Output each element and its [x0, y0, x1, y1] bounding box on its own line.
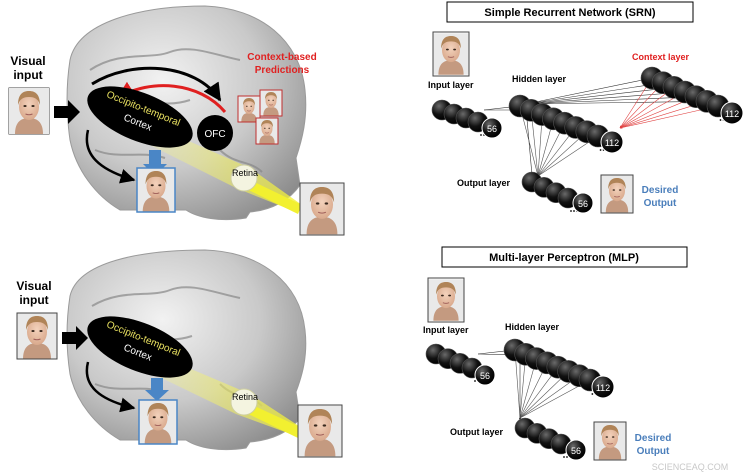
srn-desired-output-1: Desired: [642, 185, 679, 196]
top-brain-folds: [89, 48, 263, 173]
srn-input-face-photo: [432, 31, 470, 77]
bottom-output-face-photo: [138, 399, 178, 445]
mlp-input-count-node: [474, 364, 496, 386]
bottom-input-face-photo: [16, 312, 58, 360]
mlp-output-count: 56: [571, 446, 581, 456]
top-visual-input-label-2: input: [13, 68, 42, 82]
srn-hidden-count-node: [600, 130, 624, 154]
bottom-viewer-face-photo: [297, 404, 343, 458]
srn-input-ellipsis-dot: [480, 134, 482, 136]
mlp-desired-output-1: Desired: [635, 433, 672, 444]
mlp-input-face-photo: [427, 277, 465, 323]
bottom-input-arrow: [62, 326, 88, 350]
top-cortex-ellipse: [87, 86, 193, 148]
srn-input-count-node: [481, 117, 503, 139]
srn-hidden-to-context: [525, 95, 697, 105]
mlp-hidden-count-node: [591, 375, 615, 399]
bottom-visual-input-label-2: input: [19, 293, 48, 307]
top-retina-label: Retina: [232, 168, 258, 178]
mlp-output-count-node: [565, 439, 587, 461]
mlp-input-count: 56: [480, 371, 490, 381]
srn-hidden-layer-label: Hidden layer: [512, 74, 567, 84]
top-beam-ray: [240, 178, 302, 214]
srn-hidden-to-context: [525, 100, 708, 105]
mlp-hidden-ellipsis-dot: [591, 393, 594, 395]
srn-nodes: [431, 66, 730, 212]
srn-context-count: 112: [725, 109, 739, 119]
srn-context-count-node: [720, 101, 744, 125]
top-brain-panel: Occipito-temporal Cortex OFC Retina Cont…: [8, 5, 345, 236]
bottom-cortex-ellipse: [87, 316, 193, 378]
mlp-hidden-count: 112: [596, 383, 610, 393]
srn-hidden-to-context: [525, 77, 653, 105]
bottom-beam-ray: [240, 402, 302, 438]
top-viewer-face-photo: [299, 182, 345, 236]
mlp-input-layer-label: Input layer: [423, 325, 469, 335]
bottom-lower-arc-arrow: [85, 361, 136, 413]
srn-title-box: [446, 1, 694, 23]
srn-context-ellipsis-dot: [719, 119, 722, 121]
bottom-brain-folds: [91, 286, 263, 407]
top-prediction-face-3: [255, 117, 279, 145]
srn-output-layer-label: Output layer: [457, 178, 511, 188]
mlp-output-ellipsis-dot: [563, 456, 565, 458]
mlp-output-ellipsis-dot: [566, 456, 568, 458]
srn-context-layer-label: Context layer: [632, 52, 690, 62]
top-input-arrow: [54, 100, 80, 124]
srn-hidden-to-context: [525, 90, 686, 105]
bottom-visual-input-label-1: Visual: [16, 279, 51, 293]
srn-panel: Simple Recurrent Network (SRN) Input lay…: [428, 1, 744, 214]
mlp-hidden-to-output: [514, 349, 521, 419]
top-context-predictions-1: Context-based: [247, 52, 316, 63]
bottom-retina-label: Retina: [232, 392, 258, 402]
srn-output-ellipsis-dot: [570, 210, 572, 212]
mlp-desired-output-2: Output: [637, 446, 670, 457]
top-context-predictions-2: Predictions: [255, 65, 310, 76]
mlp-title-box: [441, 246, 688, 268]
srn-hidden-to-context: [525, 81, 664, 105]
watermark: SCIENCEAQ.COM: [652, 462, 729, 472]
mlp-title: Multi-layer Perceptron (MLP): [489, 252, 639, 264]
srn-title: Simple Recurrent Network (SRN): [484, 7, 655, 19]
srn-hidden-count: 112: [605, 138, 619, 148]
srn-desired-face-photo: [600, 174, 634, 214]
srn-desired-output-2: Output: [644, 198, 677, 209]
srn-input-count: 56: [487, 124, 497, 134]
srn-hidden-to-context: [525, 86, 675, 105]
mlp-hidden-layer-label: Hidden layer: [505, 322, 560, 332]
top-ofc-node: [197, 115, 233, 151]
top-lower-arc-arrow: [85, 129, 136, 184]
top-input-face-photo: [8, 87, 50, 135]
srn-input-layer-label: Input layer: [428, 80, 474, 90]
mlp-panel: Multi-layer Perceptron (MLP) Input layer…: [423, 246, 688, 461]
bottom-blue-down-arrow: [145, 378, 169, 401]
top-retina-eye: [230, 164, 258, 192]
srn-output-count: 56: [578, 199, 588, 209]
mlp-hidden-to-output: [519, 375, 580, 419]
mlp-nodes: [425, 338, 602, 458]
top-output-face-photo: [136, 167, 176, 213]
top-prediction-face-2: [259, 89, 283, 117]
srn-output-count-node: [572, 192, 594, 214]
top-black-arc-arrow: [91, 66, 222, 102]
top-visual-input-label-1: Visual: [10, 54, 45, 68]
mlp-desired-face-photo: [593, 421, 627, 461]
bottom-brain-panel: Occipito-temporal Cortex Retina Visual i…: [16, 249, 343, 458]
top-ofc-label: OFC: [204, 129, 225, 140]
mlp-output-layer-label: Output layer: [450, 427, 504, 437]
srn-output-ellipsis-dot: [573, 210, 575, 212]
mlp-input-ellipsis-dot: [474, 380, 476, 382]
bottom-retina-eye: [230, 388, 258, 416]
srn-hidden-ellipsis-dot: [599, 149, 602, 151]
